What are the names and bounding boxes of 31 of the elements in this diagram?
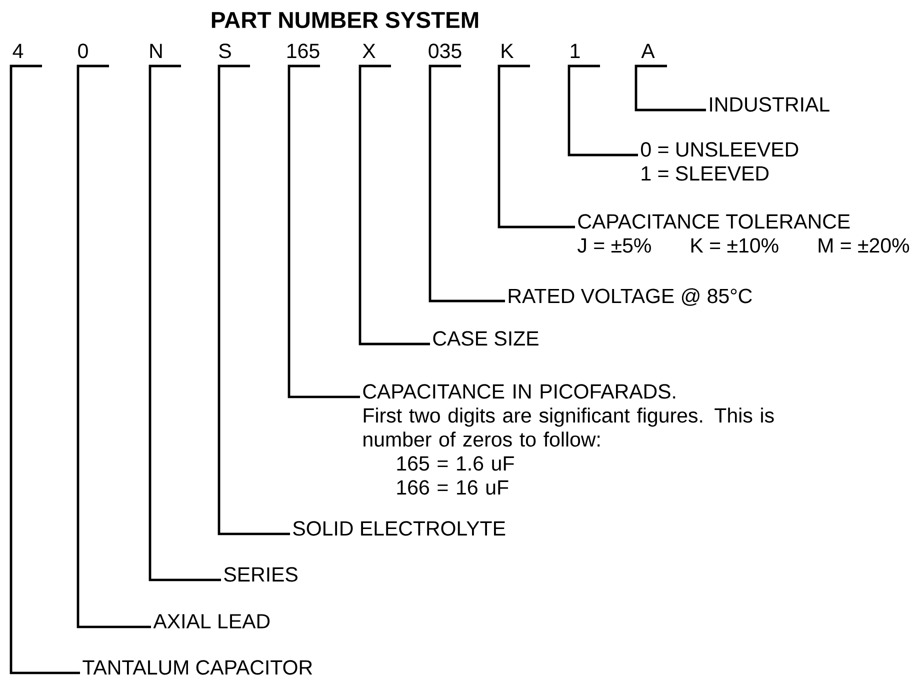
code-character: 035 <box>428 44 462 58</box>
title: PART NUMBER SYSTEM <box>212 12 478 28</box>
bracket-line <box>218 64 290 536</box>
description-text: RATED VOLTAGE @ 85°C <box>508 288 752 306</box>
bracket-line <box>288 64 360 398</box>
bracket-line <box>568 64 638 156</box>
bracket-line <box>428 64 505 302</box>
bracket-line <box>358 64 430 346</box>
code-character: A <box>641 44 655 58</box>
code-character: N <box>150 44 162 58</box>
code-character: 4 <box>12 44 24 58</box>
description-text: TANTALUM CAPACITOR <box>82 660 312 675</box>
code-character: 0 <box>78 44 88 58</box>
description-text: INDUSTRIAL <box>710 97 830 112</box>
code-character: 165 <box>287 44 320 58</box>
description-text: CASE SIZE <box>433 331 538 346</box>
description-text: AXIAL LEAD <box>153 614 270 628</box>
bracket-line <box>76 64 151 628</box>
description-text: CAPACITANCE IN PICOFARADS. First two digits are significant figures. This is number of zeros to follow: 165 = 1.6 uF 166 = 16 uF <box>363 384 774 495</box>
code-character: S <box>219 44 231 58</box>
code-character: X <box>362 44 376 58</box>
description-text: 0 = UNSLEEVED 1 = SLEEVED <box>641 142 798 181</box>
bracket-line <box>148 64 221 582</box>
description-text: CAPACITANCE TOLERANCE J = ±5% K = ±10% M = ±20% <box>578 214 910 253</box>
bracket-line <box>498 64 575 228</box>
bracket-line <box>10 64 80 674</box>
code-character: 1 <box>570 44 580 58</box>
code-character: K <box>502 44 514 58</box>
description-text: SERIES <box>224 567 298 582</box>
bracket-line <box>634 64 706 112</box>
description-text: SOLID ELECTROLYTE <box>293 521 506 536</box>
